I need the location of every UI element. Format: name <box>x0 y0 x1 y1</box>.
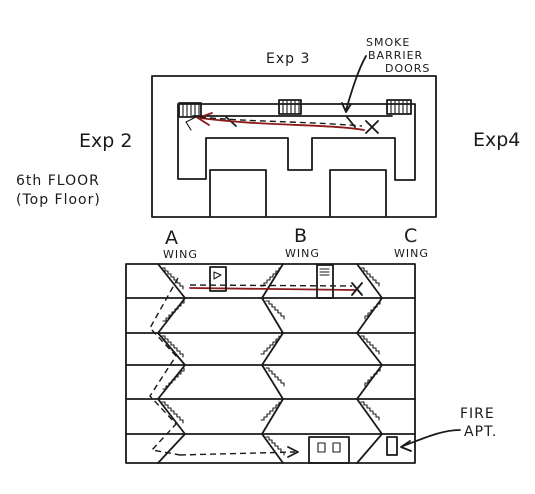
top-floor-route-dashed <box>189 284 353 287</box>
fire-apt-line2: APT. <box>464 424 497 440</box>
top-floor-door-a <box>209 266 227 292</box>
stair-icon-center <box>278 99 302 115</box>
ground-floor-double-door <box>308 436 350 464</box>
fire-route-left-turn <box>185 117 195 131</box>
fire-apt-leader-arrowhead <box>400 440 412 452</box>
smoke-doors-line2: BARRIER <box>368 49 423 62</box>
floor-plan <box>151 55 437 218</box>
elevation-outline <box>125 263 416 464</box>
smoke-doors-line1: SMOKE <box>366 36 410 49</box>
wing-a-word: WING <box>163 248 198 261</box>
floor-plan-outer-boundary <box>151 75 437 218</box>
fire-location-x <box>365 120 379 134</box>
fire-apartment-door <box>386 436 398 456</box>
smoke-doors-leader-line <box>345 55 367 111</box>
top-floor-fire-x <box>351 282 363 296</box>
wing-c-letter: C <box>404 225 417 247</box>
wing-a-label: A WING <box>163 227 198 261</box>
ground-floor-route-dashed <box>179 451 296 456</box>
smoke-doors-line3: DOORS <box>385 62 430 75</box>
fire-route-red <box>199 117 365 131</box>
building-footprint <box>177 103 416 181</box>
wing-b-letter: B <box>294 225 307 247</box>
wing-a-letter: A <box>165 227 178 249</box>
stairwell-a-zigzag <box>157 263 186 464</box>
smoke-doors-leader-arrowhead <box>341 102 352 113</box>
stair-icon-right <box>386 99 412 115</box>
smoke-barrier-doors-label: SMOKE BARRIER DOORS <box>366 36 430 75</box>
stairwell-c-zigzag <box>356 263 383 464</box>
wing-c-word: WING <box>394 247 429 260</box>
stairwell-b-steps <box>260 267 285 456</box>
top-floor-route-red <box>189 287 356 291</box>
fire-route-dashed <box>199 116 363 127</box>
wing-b-label: B WING <box>285 225 320 260</box>
stairwell-a-steps <box>161 267 185 424</box>
wing-b-word: WING <box>285 247 320 260</box>
building-elevation <box>125 263 416 464</box>
top-floor-door-b <box>316 264 334 299</box>
floor-label-line1: 6th FLOOR <box>16 173 100 189</box>
lower-court-outline <box>209 169 387 217</box>
stairwell-b-zigzag <box>261 263 284 464</box>
exp2-label: Exp 2 <box>79 130 132 152</box>
exp3-label: Exp 3 <box>266 51 310 67</box>
stairwell-c-steps <box>360 267 381 421</box>
floor-label-line2: (Top Floor) <box>16 192 101 208</box>
wing-c-label: C WING <box>394 225 429 260</box>
fire-apt-leader-line <box>402 429 461 447</box>
exp4-label: Exp4 <box>473 129 520 151</box>
fire-apt-line1: FIRE <box>460 406 495 422</box>
stair-icon-left <box>178 102 202 118</box>
fire-route-arrowhead <box>195 112 213 126</box>
ground-floor-route-arrowhead <box>287 446 299 458</box>
stairwell-a-smoke-path <box>149 277 181 456</box>
